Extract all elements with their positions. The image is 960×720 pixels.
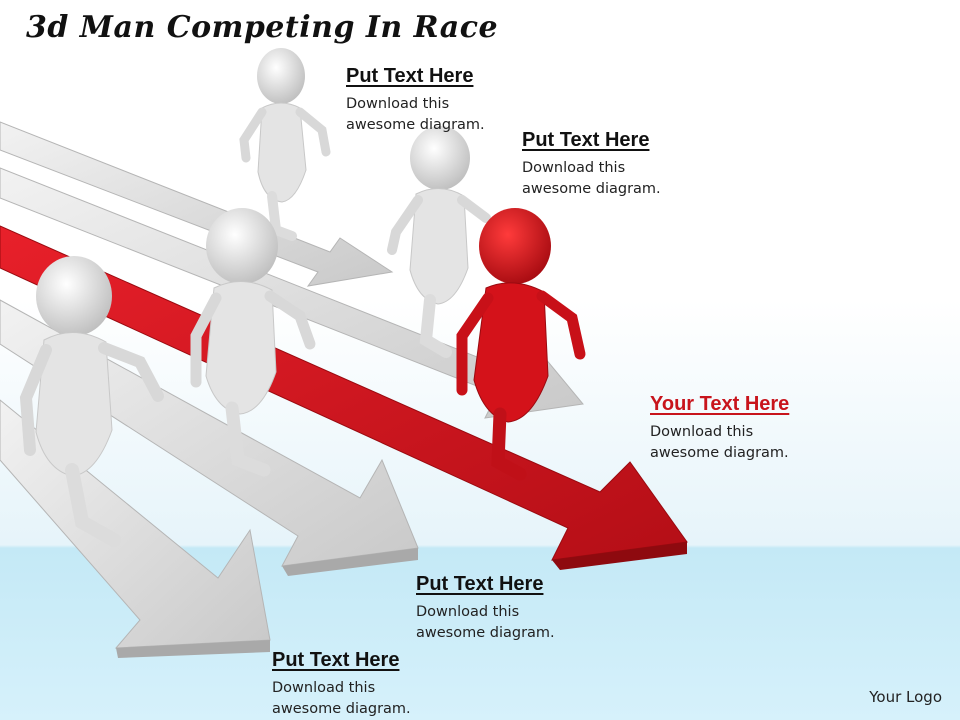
callout-heading: Put Text Here [272,649,400,671]
page-title: 3d Man Competing In Race [26,10,499,45]
callout-heading: Put Text Here [346,65,474,87]
callout-body: Download this awesome diagram. [522,160,661,197]
red-figure [456,208,586,481]
callout-heading: Your Text Here [650,393,790,415]
white-figure-3 [190,208,316,477]
callout-1: Put Text Here Download this awesome diag… [346,65,516,136]
white-figure-4 [19,256,164,547]
callout-heading: Put Text Here [416,573,544,595]
callout-5: Put Text Here Download this awesome diag… [272,649,442,720]
callout-3-highlight: Your Text Here Download this awesome dia… [650,393,820,464]
callout-body: Download this awesome diagram. [416,604,555,641]
callout-body: Download this awesome diagram. [346,96,485,133]
callout-body: Download this awesome diagram. [650,424,789,461]
arrow-1 [0,121,394,287]
callout-body: Download this awesome diagram. [272,680,411,717]
white-figure-1 [239,48,331,241]
callout-2: Put Text Here Download this awesome diag… [522,129,692,200]
callout-heading: Put Text Here [522,129,650,151]
callout-4: Put Text Here Download this awesome diag… [416,573,586,644]
white-figure-2 [387,126,491,358]
logo-text: Your Logo [869,688,942,706]
